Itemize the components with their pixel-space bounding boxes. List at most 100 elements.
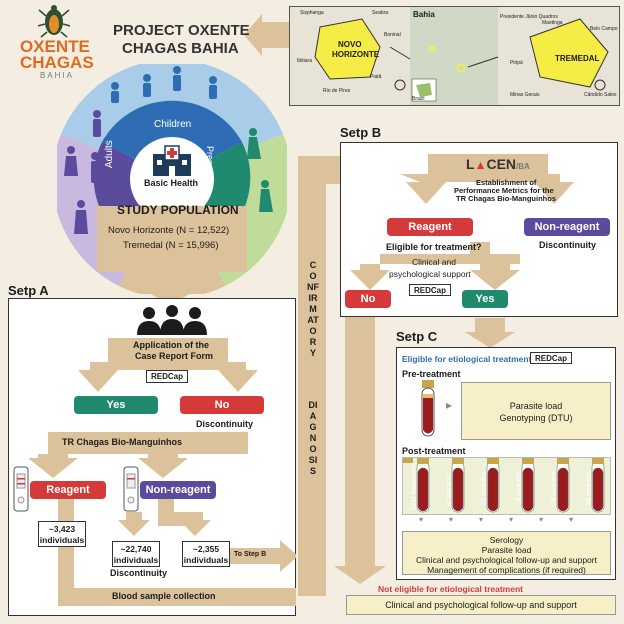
- n2-count: ~22,740: [120, 544, 152, 554]
- tr-chagas-label: TR Chagas Bio-Manguinhos: [62, 437, 182, 447]
- map-place: Presidente Jânio Quadros: [500, 14, 558, 20]
- post-tubes-box: [402, 457, 611, 515]
- rapid-test-icon: [123, 466, 139, 512]
- segment-adults: Adults: [104, 140, 115, 168]
- step-a-no: No: [180, 396, 264, 414]
- lacen-cen: CEN: [486, 156, 517, 172]
- step-a-yes: Yes: [74, 396, 158, 414]
- map-place: Boninal: [384, 32, 401, 38]
- step-b-discontinuity: Discontinuity: [539, 240, 597, 250]
- pre-results-box: Parasite load Genotyping (DTU): [461, 382, 611, 440]
- genotyping: Genotyping (DTU): [499, 413, 573, 423]
- people-group-icon: [137, 305, 207, 335]
- study-novo: Novo Horizonte (N = 12,522): [108, 225, 230, 236]
- to-step-b-label: To Step B: [234, 551, 267, 558]
- map-place: Rio de Pires: [323, 88, 351, 94]
- map-place: Seabra: [372, 10, 389, 16]
- study-population-title: STUDY POPULATION: [117, 203, 239, 217]
- metrics-line2: Performance Metrics for the: [454, 186, 554, 195]
- tube-label: End treatment: [409, 462, 418, 510]
- segment-pregnant-2: women: [195, 152, 205, 182]
- not-eligible-label: Not eligible for etiological treatment: [378, 584, 523, 594]
- step-a-arrows: [28, 338, 296, 606]
- blood-sample-label: Blood sample collection: [112, 591, 216, 601]
- support-line2: psychological support: [389, 269, 471, 279]
- n1-count: ~3,423: [48, 524, 76, 534]
- lacen-ba: /BA: [516, 162, 530, 171]
- n3-count: ~2,355: [192, 544, 220, 554]
- segment-pregnant-1: Pregnant: [205, 146, 215, 183]
- map-brazil-label: Brazil: [412, 96, 425, 102]
- rapid-test-icon: [13, 466, 29, 512]
- tube-label: 6 months: [444, 475, 453, 506]
- center-basic-health: Basic Health: [144, 178, 199, 188]
- parasite-load: Parasite load: [509, 401, 563, 411]
- step-b-no: No: [345, 290, 391, 308]
- step-a-reagent: Reagent: [30, 481, 106, 499]
- post-results-box: Serology Parasite load Clinical and psyc…: [402, 531, 611, 575]
- post-treatment-label: Post-treatment: [402, 446, 466, 456]
- step-a-label: Setp A: [8, 283, 49, 298]
- n3-box: ~2,355 individuals: [182, 541, 230, 567]
- map-place: Piatã: [370, 74, 382, 80]
- map-place: Minas Gerais: [510, 92, 540, 98]
- eligible-question: Eligible for treatment?: [386, 242, 482, 252]
- pre-treatment-label: Pre-treatment: [402, 369, 461, 379]
- tube-label: 24 months: [549, 470, 558, 506]
- bottom-followup-box: Clinical and psychological follow-up and…: [346, 595, 616, 615]
- map-place: Ibitiara: [297, 58, 313, 64]
- step-b-reagent: Reagent: [387, 218, 473, 236]
- n3-unit: individuals: [183, 555, 229, 565]
- serology: Serology: [489, 535, 524, 545]
- page-title-line2: CHAGAS BAHIA: [122, 40, 239, 57]
- map-place: Belo Campo: [590, 26, 618, 32]
- redcap-badge-c: REDCap: [530, 352, 572, 364]
- logo-line3: BAHIA: [40, 71, 75, 80]
- crf-line1: Application of the: [133, 340, 209, 350]
- step-a-discontinuity: Discontinuity: [196, 419, 254, 429]
- map-place: Piripá: [510, 60, 523, 66]
- redcap-badge-a: REDCap: [146, 370, 188, 383]
- n1-box: ~3,423 individuals: [38, 521, 86, 547]
- population-circle: [57, 64, 287, 294]
- tube-label: 18 months: [514, 470, 523, 506]
- blood-tube-icon: [421, 380, 435, 437]
- lacen-logo: L▲CEN/BA: [466, 156, 530, 172]
- step-b-label: Setp B: [340, 125, 382, 140]
- lacen-triangle-icon: ▲: [474, 158, 487, 172]
- support-line1: Clinical and: [412, 257, 456, 267]
- crf-line2: Case Report Form: [135, 351, 214, 361]
- map-place: Maetinga: [542, 20, 563, 26]
- map-place: Cândido Sales: [584, 92, 617, 98]
- confirmatory-label: CONFIRMATORY: [307, 260, 319, 358]
- lacen-l: L: [466, 156, 475, 172]
- parasite-load-post: Parasite load: [481, 545, 532, 555]
- logo-line2: CHAGAS: [20, 53, 94, 72]
- map-novo-label-2: HORIZONTE: [332, 50, 380, 59]
- map-place: Sisphanga: [300, 10, 324, 16]
- map-tremedal-label: TREMEDAL: [555, 54, 600, 63]
- page-title-line1: PROJECT OXENTE: [113, 22, 250, 39]
- step-b-arrows: [350, 154, 574, 290]
- map-bahia-label: Bahia: [413, 10, 435, 19]
- step-b-yes: Yes: [462, 290, 508, 308]
- map-novo-label-1: NOVO: [338, 40, 362, 49]
- n1-unit: individuals: [39, 535, 85, 545]
- study-tremedal: Tremedal (N = 15,996): [123, 240, 219, 251]
- complications: Management of complications (if required…: [427, 565, 586, 575]
- segment-children: Children: [154, 119, 192, 130]
- followup-post: Clinical and psychological follow-up and…: [416, 555, 597, 565]
- metrics-line1: Establishment of: [476, 178, 537, 187]
- diagnosis-label: DIAGNOSIS: [308, 400, 318, 476]
- step-c-label: Setp C: [396, 329, 438, 344]
- step-b-non-reagent: Non-reagent: [524, 218, 610, 236]
- step-a-non-reagent: Non-reagent: [140, 481, 216, 499]
- eligible-etiological: Eligible for etiological treatment: [402, 354, 532, 364]
- n2-box: ~22,740 individuals: [112, 541, 160, 567]
- tube-label: 36 months: [584, 470, 593, 506]
- logo-line1: OXENTE: [20, 37, 90, 56]
- down-arrows-icon: ▾▾▾▾▾▾: [419, 515, 600, 524]
- n2-unit: individuals: [113, 555, 159, 565]
- arrow-right-icon: ▸: [446, 398, 453, 412]
- redcap-badge-b: REDCap: [409, 284, 451, 296]
